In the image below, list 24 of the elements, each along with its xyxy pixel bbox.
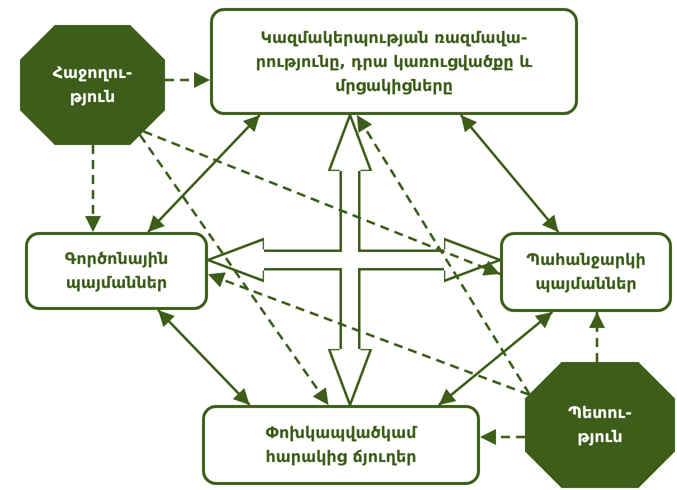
dashed-arrow <box>139 134 330 406</box>
node-label: Կազմակերպության ռազմավա- րությունը, դրա կառուցվածքը և մրցակիցները <box>254 26 534 96</box>
rounded-box <box>25 232 208 310</box>
dashed-arrow <box>208 272 530 396</box>
octagon-node <box>525 362 675 488</box>
node-label: Պահանջարկի պայմաններ <box>525 249 647 295</box>
node-label: Հաջողու- թյուն <box>52 62 134 108</box>
arrow <box>438 311 554 406</box>
node-label: Պետու- թյուն <box>567 402 633 448</box>
arrow <box>157 309 251 406</box>
dashed-arrow <box>143 130 500 276</box>
arrow <box>147 114 261 233</box>
dashed-arrow <box>85 145 101 232</box>
dashed-arrow <box>480 429 525 445</box>
dashed-arrow <box>356 114 530 395</box>
dashed-arrow <box>589 312 605 362</box>
dashed-arrow <box>165 72 210 88</box>
arrow <box>460 114 560 233</box>
node-label: Գործոնային պայմաններ <box>64 248 170 294</box>
octagon-node <box>20 25 165 145</box>
node-label: Փոխկապվածկամ հարակից ճյուղեր <box>264 422 418 468</box>
rounded-box <box>210 8 578 115</box>
rounded-box <box>500 232 672 312</box>
rounded-box <box>202 405 480 485</box>
